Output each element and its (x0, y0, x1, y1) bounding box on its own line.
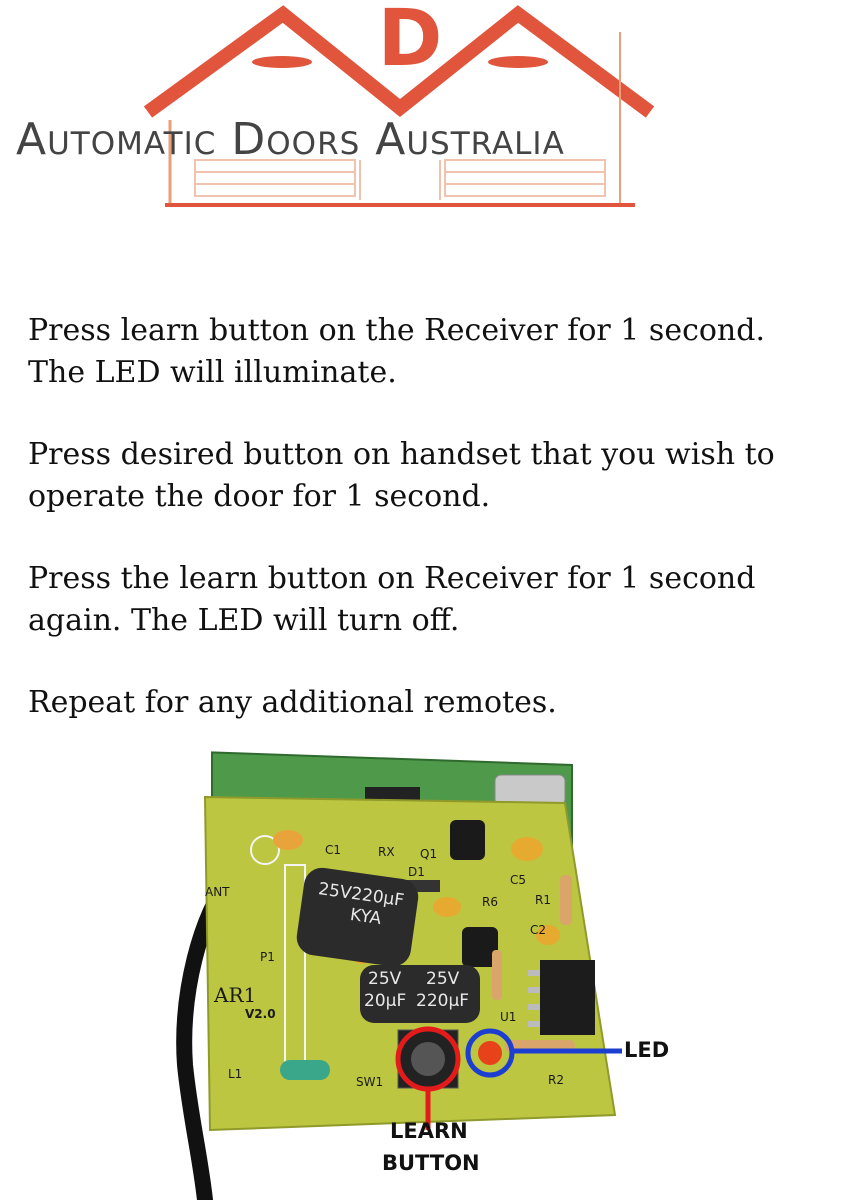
c5-label: C5 (510, 873, 527, 887)
capacitor-large-text-2: KYA (348, 904, 383, 930)
u1-label: U1 (500, 1010, 517, 1024)
led-callout-label: LED (624, 1038, 670, 1062)
capacitor-small-right-text-2: 220µF (416, 991, 470, 1011)
capacitor-small-right-text-1: 25V (426, 969, 460, 989)
capacitor-small-left-text-1: 25V (368, 969, 402, 989)
c2-label: C2 (530, 923, 547, 937)
logo-roof-graphic (143, 5, 655, 207)
capacitor-small-left-text-2: 20µF (364, 991, 407, 1011)
receiver-board-photo: ANT C1 RX Q1 C5 D1 R1 R6 C2 P1 AR1 V2.0 … (0, 735, 848, 1200)
company-name: Automatic Doors Australia (16, 114, 565, 165)
r6-label: R6 (482, 895, 498, 909)
d1-label: D1 (408, 865, 425, 879)
p1-label: P1 (260, 950, 275, 964)
receiver-board-graphic (176, 751, 622, 1200)
instruction-step-4: Repeat for any additional remotes. (28, 685, 557, 720)
instruction-step-3: Press the learn button on Receiver for 1… (28, 561, 756, 638)
ant-label: ANT (205, 885, 230, 899)
learn-button-callout-line2: BUTTON (382, 1151, 480, 1175)
instruction-step-2: Press desired button on handset that you… (28, 437, 775, 514)
rx-label: RX (378, 845, 395, 859)
learn-button-callout-line1: LEARN (390, 1119, 468, 1143)
company-logo: D Automatic Doors Australia (0, 0, 848, 225)
model-label: AR1 (214, 983, 257, 1007)
l1-label: L1 (228, 1067, 243, 1081)
r2-label: R2 (548, 1073, 564, 1087)
instructions: Press learn button on the Receiver for 1… (28, 310, 828, 764)
version-label: V2.0 (245, 1007, 276, 1021)
logo-letter-d: D (377, 0, 443, 84)
sw1-label: SW1 (356, 1075, 384, 1089)
q1-label: Q1 (420, 847, 438, 861)
r1-label: R1 (535, 893, 551, 907)
instruction-step-1: Press learn button on the Receiver for 1… (28, 313, 765, 390)
c1-label: C1 (325, 843, 342, 857)
